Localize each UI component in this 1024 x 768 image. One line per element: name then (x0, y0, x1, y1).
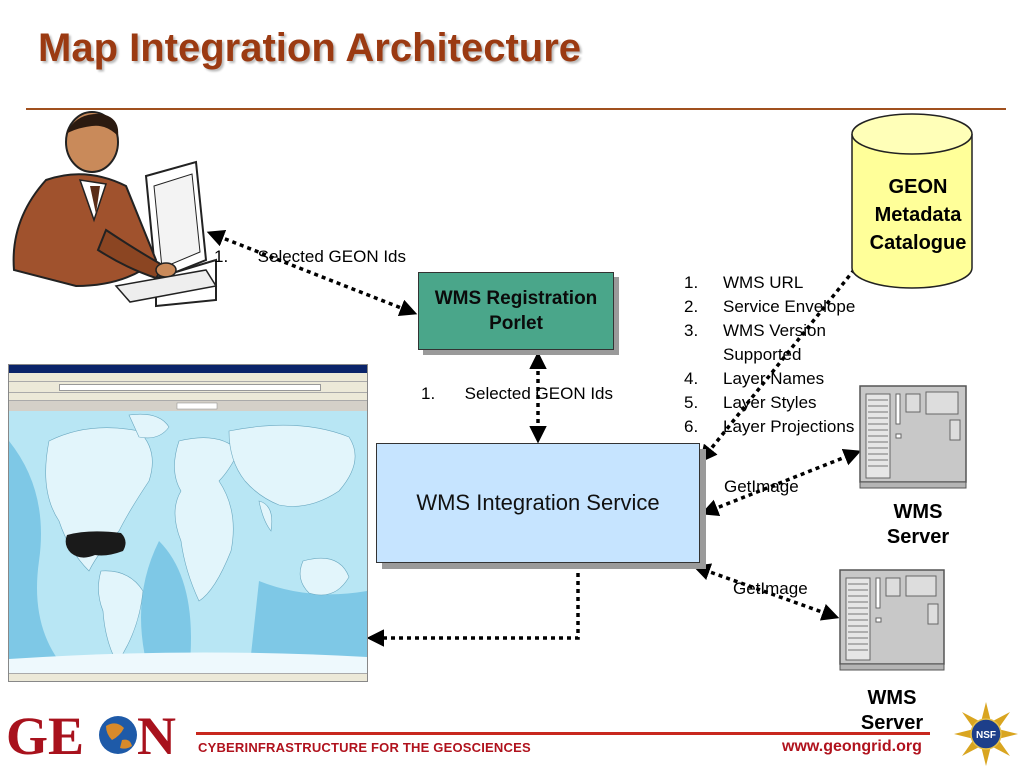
catalogue-item: 3.WMS Version Supported (684, 321, 826, 364)
window-statusbar (9, 673, 367, 681)
geon-logo: GE N (6, 706, 176, 766)
label-getimage-2: GetImage (733, 579, 808, 598)
user-at-computer-icon (12, 111, 218, 308)
label-text: Selected GEON Ids (464, 384, 613, 403)
wms-registration-portlet-box[interactable]: WMS Registration Porlet (418, 272, 614, 350)
connector-service-wms2 (692, 563, 840, 621)
wms-server-1-icon (859, 385, 967, 489)
label-user-portlet: 1. Selected GEON Ids (214, 247, 406, 267)
catalogue-item: 6.Layer Projections (684, 417, 855, 436)
world-map-image (9, 401, 367, 673)
bookmarks-bar (9, 393, 367, 401)
nsf-badge-text: NSF (976, 730, 996, 741)
label-text: Selected GEON Ids (257, 247, 406, 266)
connector-service-catalogue (699, 263, 860, 463)
label-getimage-1: GetImage (724, 477, 799, 496)
footer-divider (196, 732, 930, 735)
map-viewer-window (8, 364, 368, 682)
geon-logo-text-right: N (137, 706, 176, 766)
catalogue-items-list: 1.WMS URL 2.Service Envelope 3.WMS Versi… (684, 271, 894, 439)
wms-server-2-icon (839, 569, 945, 671)
title-divider (26, 108, 1006, 110)
window-toolbar (9, 382, 367, 393)
window-menubar (9, 373, 367, 382)
url-bar (59, 384, 321, 391)
catalogue-item: 4.Layer Names (684, 369, 825, 388)
metadata-catalogue-label: GEON Metadata Catalogue (858, 173, 978, 257)
wms-registration-portlet-label: WMS Registration Porlet (434, 288, 598, 334)
catalogue-item: 5.Layer Styles (684, 393, 817, 412)
label-number: 1. (421, 384, 436, 403)
nsf-logo: NSF (954, 702, 1018, 766)
label-portlet-service: 1. Selected GEON Ids (421, 384, 613, 404)
geon-logo-text-left: GE (6, 706, 84, 766)
connector-user-portlet (206, 229, 418, 317)
catalogue-item: 2.Service Envelope (684, 297, 856, 316)
slide-title: Map Integration Architecture (38, 26, 582, 70)
catalogue-item: 1.WMS URL (684, 273, 804, 292)
catalogue-line-2: Metadata (874, 204, 962, 226)
wms-integration-service-label: WMS Integration Service (416, 490, 660, 515)
label-number: 1. (214, 247, 229, 266)
catalogue-line-1: GEON (888, 176, 948, 198)
database-cylinder-icon (851, 113, 973, 289)
footer-tagline: CYBERINFRASTRUCTURE FOR THE GEOSCIENCES (198, 740, 531, 755)
footer-url-link[interactable]: www.geongrid.org (782, 738, 922, 755)
connector-service-wms1 (700, 449, 862, 516)
wms-server-1-label: WMS Server (886, 501, 950, 548)
wms-server-2-label: WMS Server (860, 687, 924, 734)
catalogue-line-3: Catalogue (869, 232, 967, 254)
connector-service-map (366, 565, 580, 647)
window-titlebar (9, 365, 367, 373)
wms-integration-service-box[interactable]: WMS Integration Service (376, 443, 700, 563)
